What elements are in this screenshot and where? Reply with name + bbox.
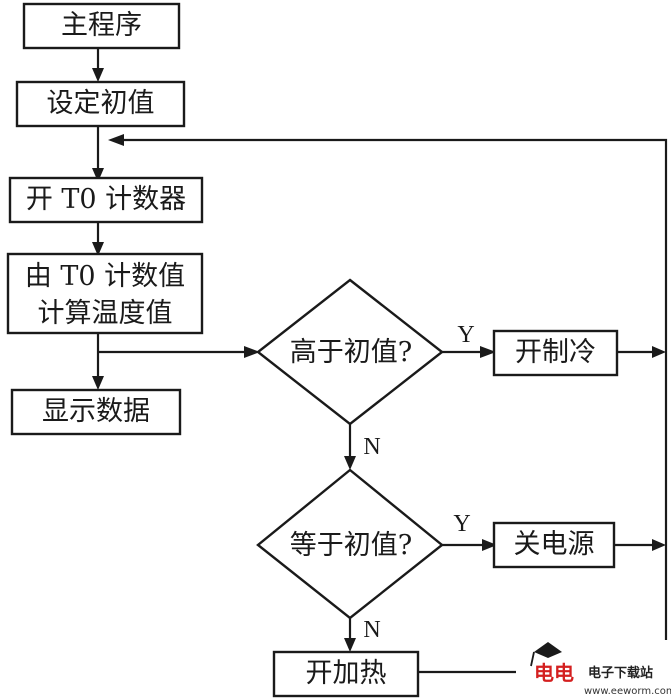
show-data-label: 显示数据 <box>42 396 150 427</box>
calc-line1-label: 由 T0 计数值 <box>25 261 185 292</box>
box-cooling-on: 开制冷 <box>492 329 619 377</box>
box-set-initial: 设定初值 <box>15 80 186 128</box>
box-power-off: 关电源 <box>492 521 616 569</box>
box-main-program: 主程序 <box>22 2 181 50</box>
yes-label-higher: Y <box>457 322 474 348</box>
box-show-data: 显示数据 <box>10 388 182 436</box>
box-heating-on: 开加热 <box>272 650 420 698</box>
box-calc-temperature: 由 T0 计数值 计算温度值 <box>6 252 204 335</box>
equal-question-label: 等于初值? <box>290 530 412 561</box>
decision-higher: 高于初值? <box>256 278 444 426</box>
watermark-mark: 电电 <box>534 661 574 685</box>
start-t0-label: 开 T0 计数器 <box>26 184 186 215</box>
no-label-higher: N <box>363 434 380 460</box>
arrowheads <box>92 68 666 652</box>
set-initial-label: 设定初值 <box>47 88 155 119</box>
cooling-on-label: 开制冷 <box>515 337 596 368</box>
decision-equal: 等于初值? <box>256 468 444 620</box>
main-program-label: 主程序 <box>61 10 142 41</box>
watermark-url: www.eeworm.com <box>584 686 671 697</box>
higher-question-label: 高于初值? <box>290 337 412 368</box>
yes-label-equal: Y <box>453 511 470 537</box>
no-label-equal: N <box>363 617 380 643</box>
calc-line2-label: 计算温度值 <box>38 298 173 329</box>
graduation-cap-icon <box>530 642 562 667</box>
power-off-label: 关电源 <box>514 529 595 560</box>
watermark-logo: 电电 电子下载站 www.eeworm.com <box>516 640 671 700</box>
heating-on-label: 开加热 <box>306 658 387 689</box>
watermark-site-name: 电子下载站 <box>588 665 653 681</box>
box-start-t0: 开 T0 计数器 <box>8 176 204 224</box>
